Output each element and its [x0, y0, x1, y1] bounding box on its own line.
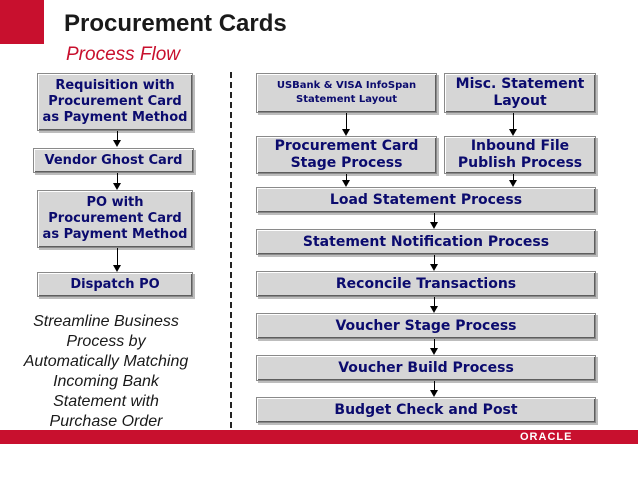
page-subtitle: Process Flow	[66, 44, 181, 65]
load-statement-box: Load Statement Process	[256, 187, 596, 213]
arrow-down-icon	[430, 222, 438, 229]
requisition-box: Requisition with Procurement Card as Pay…	[37, 73, 193, 131]
reconcile-transactions-box: Reconcile Transactions	[256, 271, 596, 297]
section-divider	[230, 72, 232, 428]
connector-line	[434, 297, 435, 306]
connector-line	[434, 339, 435, 348]
po-box: PO with Procurement Card as Payment Meth…	[37, 190, 193, 248]
connector-line	[434, 255, 435, 264]
misc-statement-layout-box: Misc. Statement Layout	[444, 73, 596, 113]
arrow-down-icon	[342, 180, 350, 187]
dispatch-po-box: Dispatch PO	[37, 272, 193, 297]
arrow-down-icon	[113, 140, 121, 147]
connector-line	[117, 173, 118, 183]
connector-line	[434, 213, 435, 222]
procurement-card-stage-box: Procurement Card Stage Process	[256, 136, 437, 174]
connector-line	[513, 174, 514, 180]
connector-line	[117, 131, 118, 140]
page-title: Procurement Cards	[64, 10, 287, 37]
arrow-down-icon	[509, 180, 517, 187]
vendor-ghost-card-box: Vendor Ghost Card	[33, 148, 194, 173]
voucher-stage-box: Voucher Stage Process	[256, 313, 596, 339]
statement-notification-box: Statement Notification Process	[256, 229, 596, 255]
oracle-logo: ORACLE	[520, 431, 573, 443]
connector-line	[434, 381, 435, 390]
arrow-down-icon	[113, 183, 121, 190]
budget-check-post-box: Budget Check and Post	[256, 397, 596, 423]
arrow-down-icon	[430, 390, 438, 397]
arrow-down-icon	[430, 306, 438, 313]
arrow-down-icon	[113, 265, 121, 272]
footer-bar	[0, 430, 638, 444]
description-note: Streamline Business Process by Automatic…	[23, 313, 189, 430]
arrow-down-icon	[430, 264, 438, 271]
brand-red-square	[0, 0, 44, 44]
arrow-down-icon	[342, 129, 350, 136]
inbound-file-publish-box: Inbound File Publish Process	[444, 136, 596, 174]
arrow-down-icon	[430, 348, 438, 355]
connector-line	[346, 113, 347, 129]
connector-line	[117, 248, 118, 265]
arrow-down-icon	[509, 129, 517, 136]
voucher-build-box: Voucher Build Process	[256, 355, 596, 381]
usbank-statement-layout-box: USBank & VISA InfoSpan Statement Layout	[256, 73, 437, 113]
connector-line	[346, 174, 347, 180]
connector-line	[513, 113, 514, 129]
